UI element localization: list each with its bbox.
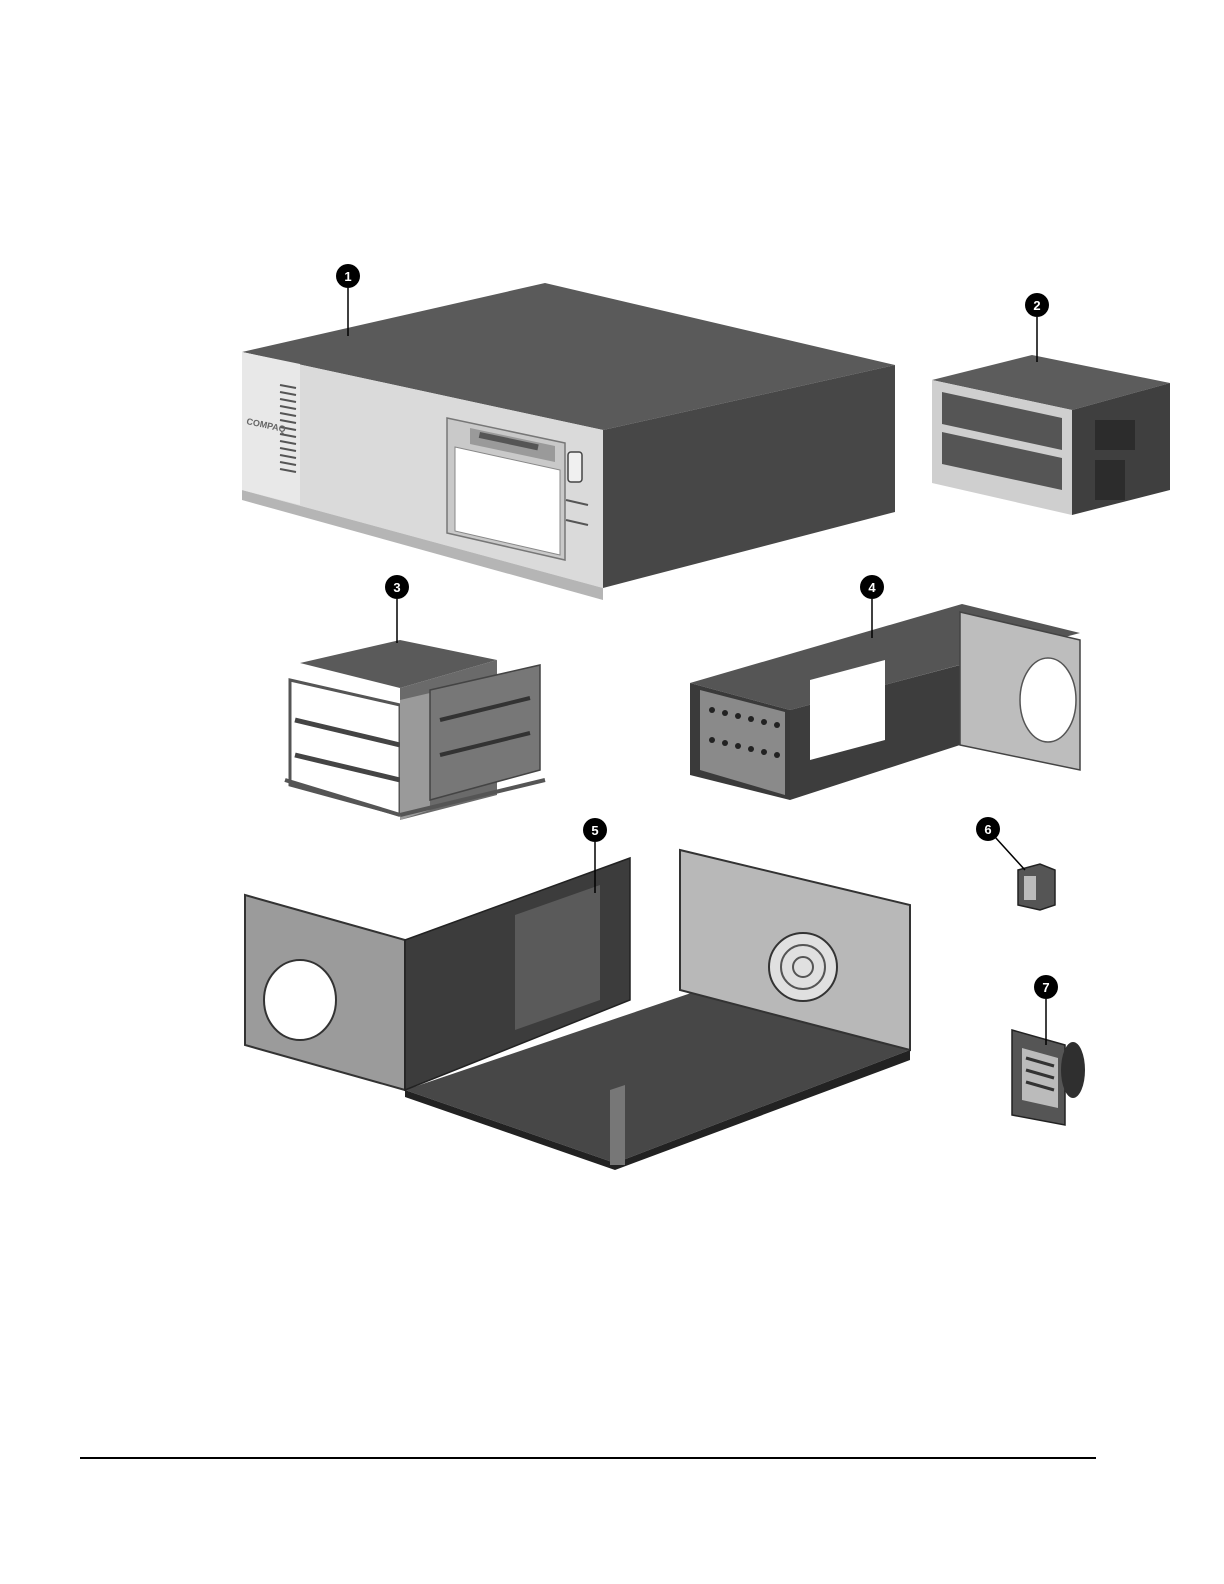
part-chassis xyxy=(245,850,910,1170)
part-drive-cage xyxy=(285,640,545,820)
fan-grille xyxy=(769,933,837,1001)
part-card-support-bracket xyxy=(690,604,1080,800)
callout-2: 2 xyxy=(1025,293,1049,362)
callout-1: 1 xyxy=(336,264,360,336)
callout-number: 2 xyxy=(1033,298,1040,313)
callout-number: 1 xyxy=(344,269,351,284)
callout-3: 3 xyxy=(385,575,409,643)
callout-number: 5 xyxy=(591,823,598,838)
callout-number: 6 xyxy=(984,822,991,837)
callout-number: 7 xyxy=(1042,980,1049,995)
part-power-supply xyxy=(932,355,1170,515)
part-chassis-fan xyxy=(1012,1030,1085,1125)
footer-rule xyxy=(80,1457,1096,1459)
callout-number: 4 xyxy=(868,580,876,595)
power-button-graphic xyxy=(568,452,582,482)
callout-number: 3 xyxy=(393,580,400,595)
callout-7: 7 xyxy=(1034,975,1058,1045)
callout-6: 6 xyxy=(976,817,1025,870)
part-power-switch-assembly xyxy=(1018,864,1055,910)
part-system-unit-cover: COMPAQ xyxy=(242,283,895,600)
